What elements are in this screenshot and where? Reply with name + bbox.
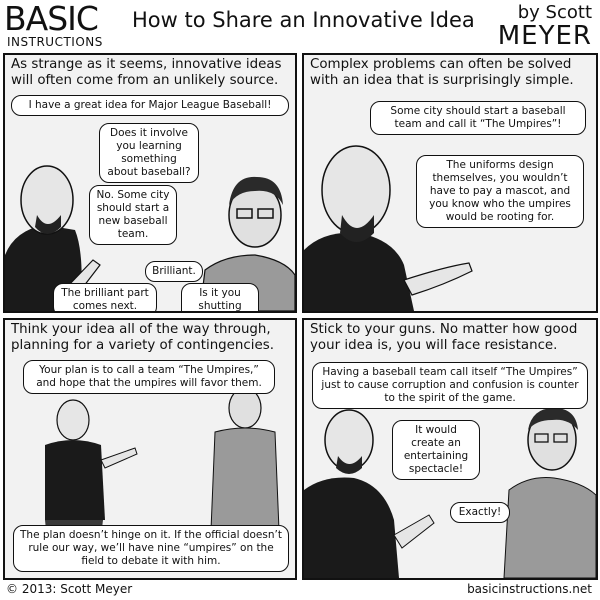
- comic-panel-4: Stick to your guns. No matter how good y…: [302, 318, 598, 580]
- byline-by: by Scott: [517, 2, 592, 23]
- speech-bubble: The uniforms design themselves, you woul…: [416, 155, 584, 228]
- comic-panel-2: Complex problems can often be solved wit…: [302, 53, 598, 313]
- speech-bubble: Is it you shutting up?: [181, 283, 259, 311]
- copyright-notice: © 2013: Scott Meyer: [6, 582, 133, 596]
- speech-bubble: Exactly!: [450, 502, 510, 523]
- panel-2-figures: [304, 145, 473, 311]
- comic-panel-3: Think your idea all of the way through, …: [3, 318, 297, 580]
- speech-bubble: I have a great idea for Major League Bas…: [11, 95, 289, 116]
- panel-2-caption: Complex problems can often be solved wit…: [310, 57, 574, 88]
- logo-word-basic: BASIC: [4, 0, 99, 38]
- panel-4-caption: Stick to your guns. No matter how good y…: [310, 322, 578, 353]
- byline-author-name: MEYER: [497, 21, 592, 51]
- panel-1-caption: As strange as it seems, innovative ideas…: [11, 57, 282, 88]
- glasses-man-figure: [503, 408, 596, 578]
- comic-title: How to Share an Innovative Idea: [132, 8, 475, 32]
- byline: by Scott MEYER: [497, 2, 592, 51]
- panel-4-figures: [304, 408, 596, 578]
- speech-bubble: Having a baseball team call itself “The …: [312, 362, 588, 409]
- bald-man-figure: [304, 145, 473, 311]
- logo-word-instructions: INSTRUCTIONS: [7, 35, 103, 49]
- speech-bubble: The brilliant part comes next.: [53, 283, 157, 311]
- speech-bubble: Some city should start a baseball team a…: [370, 101, 586, 135]
- speech-bubble: Does it involve you learning something a…: [99, 123, 199, 183]
- speech-bubble: The plan doesn’t hinge on it. If the off…: [13, 525, 289, 572]
- panel-3-caption: Think your idea all of the way through, …: [11, 322, 274, 353]
- website-url: basicinstructions.net: [467, 582, 592, 596]
- basic-instructions-logo: BASIC INSTRUCTIONS: [4, 0, 102, 49]
- bald-man-figure: [304, 409, 435, 578]
- comic-panel-1: As strange as it seems, innovative ideas…: [3, 53, 297, 313]
- speech-bubble: It would create an entertaining spectacl…: [392, 420, 480, 480]
- speech-bubble: Brilliant.: [145, 261, 203, 282]
- speech-bubble: Your plan is to call a team “The Umpires…: [23, 360, 275, 394]
- speech-bubble: No. Some city should start a new basebal…: [89, 185, 177, 245]
